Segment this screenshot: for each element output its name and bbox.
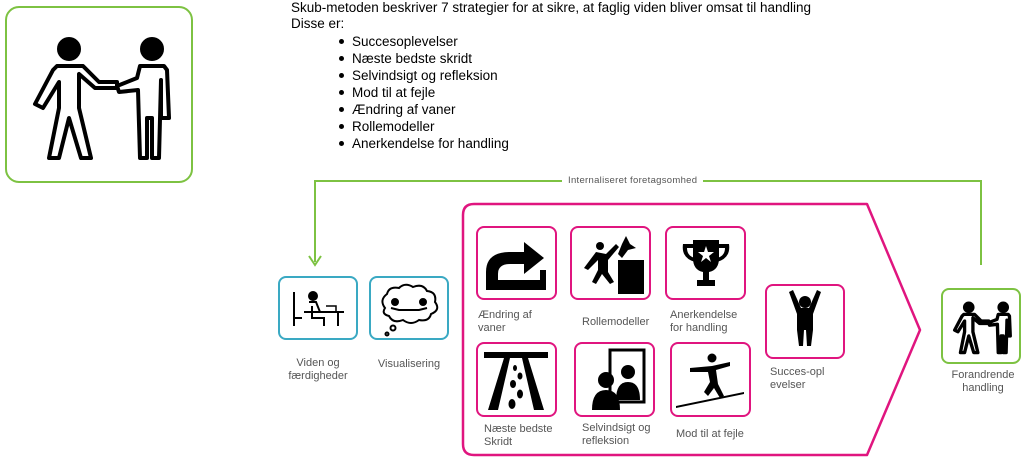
selvindsigt-label: Selvindsigt og refleksion [582, 422, 651, 447]
list-item: Succesoplevelser [291, 33, 811, 50]
anerkendelse-label: Anerkendelse for handling [670, 309, 738, 334]
intro-text: Skub-metoden beskriver 7 strategier for … [291, 0, 811, 152]
rollemodeller-box [570, 226, 651, 300]
visualisering-box [369, 276, 449, 340]
aendring-box [476, 226, 557, 300]
footsteps-road-icon [484, 352, 548, 410]
mod-box [670, 342, 751, 417]
loop-label: Internaliseret foretagsomhed [562, 175, 704, 186]
list-item: Ændring af vaner [291, 101, 811, 118]
selvindsigt-box [574, 342, 655, 417]
mod-label: Mod til at fejle [676, 428, 744, 440]
dream-cloud-icon [381, 283, 439, 337]
visualisering-label: Visualisering [377, 358, 441, 370]
succes-label: Succes-oplevelser [770, 366, 850, 392]
naeste-label: Næste bedste Skridt [484, 423, 553, 448]
large-handshake-card [5, 6, 193, 183]
list-item: Selvindsigt og refleksion [291, 67, 811, 84]
rollemodeller-label: Rollemodeller [582, 316, 650, 328]
intro-line-2: Disse er: [291, 16, 345, 31]
trophy-icon [682, 240, 730, 286]
feedback-arrowhead [308, 255, 322, 267]
aendring-label: Ændring af vaner [478, 309, 532, 334]
climbing-icon [584, 236, 644, 294]
list-item: Næste bedste skridt [291, 50, 811, 67]
forandrende-label: Forandrende handling [951, 369, 1015, 394]
handshake-icon [33, 37, 171, 160]
mirror-reflection-icon [592, 348, 646, 410]
strategy-pentagon [461, 202, 922, 457]
viden-label: Viden og færdigheder [288, 357, 348, 382]
study-desk-icon [293, 291, 344, 326]
strategy-list: Succesoplevelser Næste bedste skridt Sel… [291, 33, 811, 152]
list-item: Mod til at fejle [291, 84, 811, 101]
forandrende-box [941, 288, 1021, 364]
handshake-icon-small [952, 301, 1012, 355]
list-item: Anerkendelse for handling [291, 135, 811, 152]
tightrope-icon [676, 353, 744, 408]
viden-box [278, 276, 358, 340]
cheering-person-icon [789, 290, 821, 346]
succes-label-text: Succes-oplevelser [770, 366, 825, 391]
anerkendelse-box [665, 226, 746, 300]
succes-box [765, 284, 845, 359]
list-item: Rollemodeller [291, 118, 811, 135]
naeste-box [476, 342, 557, 417]
intro-line-1: Skub-metoden beskriver 7 strategier for … [291, 0, 812, 15]
curved-arrow-icon [486, 242, 546, 290]
